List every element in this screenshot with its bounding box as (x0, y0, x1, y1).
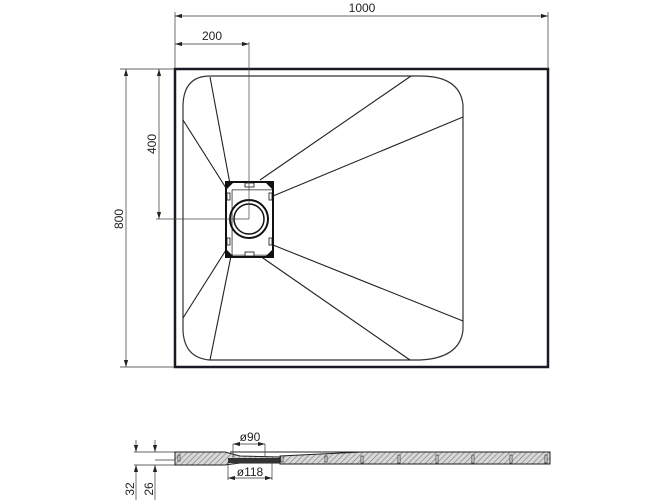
dim-drain-x-label: 200 (202, 29, 222, 43)
basin-outline (182, 75, 464, 361)
plan-dimensions (120, 12, 549, 368)
dim-drain-inner-label: ø90 (240, 430, 261, 444)
dim-height-label: 800 (112, 209, 126, 229)
section-dimensions (133, 440, 273, 500)
drain (225, 181, 274, 258)
section-drain (228, 458, 284, 463)
section-view (134, 451, 551, 466)
plan-view (156, 42, 550, 369)
dim-edge-height-label: 26 (142, 482, 156, 496)
dim-width-label: 1000 (349, 1, 376, 15)
dim-drain-outer-label: ø118 (237, 465, 264, 479)
dim-total-height-label: 32 (123, 482, 137, 496)
slope-lines (182, 75, 464, 361)
section-body-right (279, 451, 551, 465)
dim-drain-y-label: 400 (145, 134, 159, 154)
tray-outline (173, 67, 550, 369)
